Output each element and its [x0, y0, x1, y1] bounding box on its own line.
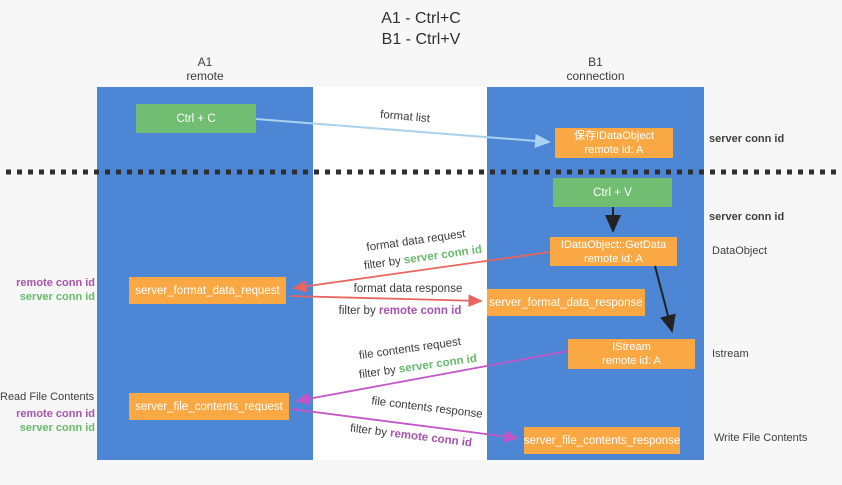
node-server-file-contents-response: server_file_contents_response [524, 427, 680, 454]
lane-a1-id: A1 [197, 55, 213, 69]
side-label-server-conn-id-mid: server conn id [709, 211, 785, 223]
istream-line1: IStream [612, 341, 651, 353]
lane-header-a1: A1 remote [97, 55, 313, 83]
save-idataobject-line1: 保存IDataObject [573, 130, 655, 142]
server-conn-id-label: server conn id [19, 422, 95, 434]
lane-b1-id: B1 [588, 55, 603, 69]
format-response-label: server_format_data_response [489, 296, 643, 309]
remote-conn-id-text: remote conn id [378, 305, 462, 317]
ctrl-v-label: Ctrl + V [593, 186, 632, 199]
node-istream: IStream remote id: A [568, 339, 695, 369]
filter-by-text: filter by [338, 305, 376, 317]
side-label-dataobject: DataObject [712, 245, 768, 257]
edge-label-format-data-response: format data response [353, 283, 463, 295]
file-request-label: server_file_contents_request [135, 400, 283, 413]
node-server-format-data-response: server_format_data_response [487, 289, 645, 316]
title-line-2: B1 - Ctrl+V [381, 31, 461, 48]
node-ctrl-c: Ctrl + C [136, 104, 256, 133]
side-label-server-conn-id-top: server conn id [709, 133, 785, 145]
getdata-line1: IDataObject::GetData [560, 238, 667, 251]
ctrl-c-label: Ctrl + C [176, 112, 216, 125]
getdata-line2: remote id: A [584, 252, 643, 265]
remote-conn-id-label: remote conn id [16, 408, 95, 420]
left-label-block-file: remote conn id server conn id [0, 407, 95, 435]
node-save-idataobject: 保存IDataObject remote id: A [555, 128, 673, 158]
format-request-label: server_format_data_request [135, 284, 280, 297]
node-ctrl-v: Ctrl + V [553, 178, 672, 207]
side-label-write-file-contents: Write File Contents [714, 432, 808, 444]
node-server-file-contents-request: server_file_contents_request [129, 393, 289, 420]
node-server-format-data-request: server_format_data_request [129, 277, 286, 304]
lane-a1-role: remote [186, 69, 224, 83]
side-label-istream: Istream [712, 348, 749, 360]
remote-conn-id-label: remote conn id [16, 277, 95, 289]
istream-line2: remote id: A [602, 355, 661, 367]
server-conn-id-label: server conn id [19, 291, 95, 303]
side-label-read-file-contents: Read File Contents [0, 391, 95, 403]
diagram-title: A1 - Ctrl+C B1 - Ctrl+V [0, 8, 842, 50]
lane-header-b1: B1 connection [487, 55, 704, 83]
edge-label-filter-remote-1: filter by remote conn id [339, 305, 462, 317]
lane-b1-role: connection [566, 69, 625, 83]
left-label-block-format: remote conn id server conn id [0, 276, 95, 304]
node-idataobject-getdata: IDataObject::GetData remote id: A [550, 237, 677, 266]
save-idataobject-line2: remote id: A [584, 144, 644, 156]
file-response-label: server_file_contents_response [523, 434, 681, 447]
title-line-1: A1 - Ctrl+C [381, 10, 461, 27]
